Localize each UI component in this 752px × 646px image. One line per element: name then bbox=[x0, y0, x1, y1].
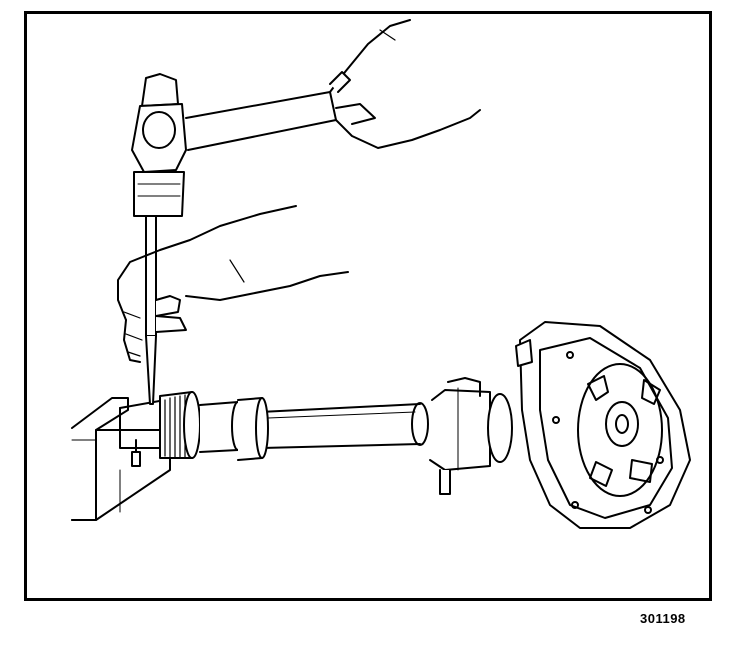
holding-hand bbox=[117, 205, 349, 363]
hub bbox=[429, 377, 513, 495]
hammer bbox=[131, 73, 337, 217]
retaining-pin bbox=[131, 439, 141, 467]
flange-housing bbox=[515, 321, 691, 529]
figure-number: 301198 bbox=[640, 611, 686, 626]
striking-hand bbox=[329, 19, 481, 149]
gear bbox=[159, 391, 269, 461]
punch bbox=[145, 205, 157, 405]
shaft bbox=[119, 399, 429, 449]
